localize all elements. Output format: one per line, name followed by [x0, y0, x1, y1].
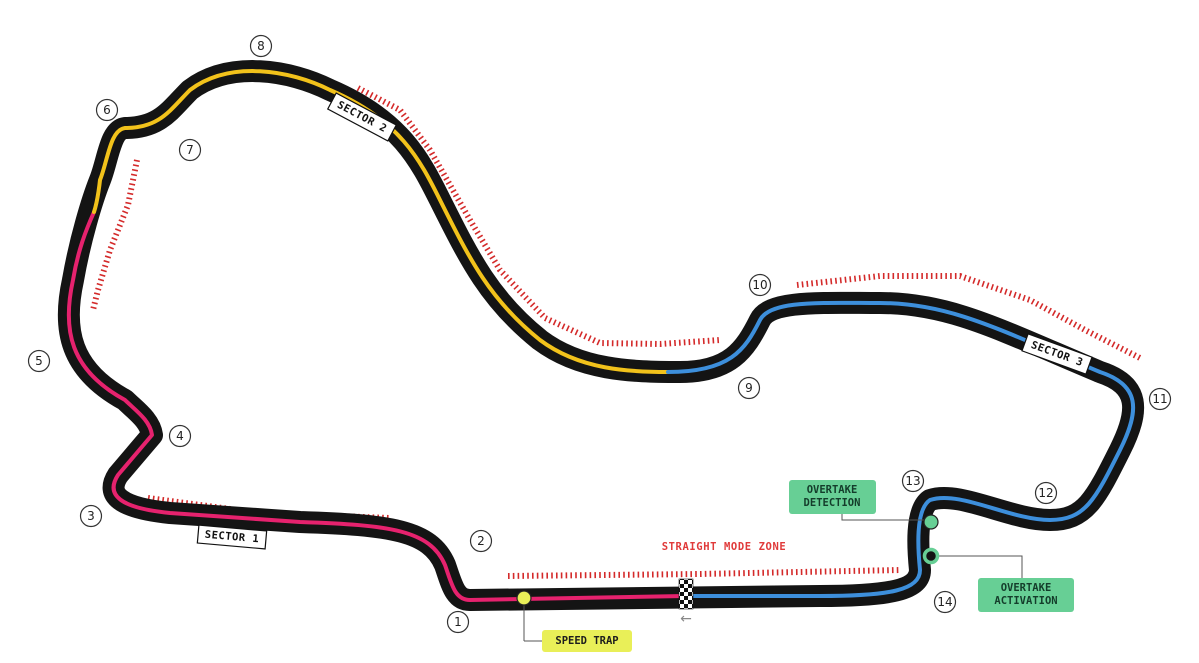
turn-1: 1	[446, 610, 470, 634]
overtake-detection-line1: OVERTAKE	[807, 484, 858, 496]
svg-text:4: 4	[176, 429, 184, 443]
turn-7: 7	[178, 138, 202, 162]
svg-text:10: 10	[752, 278, 767, 292]
kerb-sector2-esses	[356, 85, 721, 348]
svg-text:7: 7	[186, 143, 194, 157]
overtake-detection-marker	[923, 514, 939, 530]
overtake-activation-line1: OVERTAKE	[1001, 582, 1052, 594]
svg-text:1: 1	[454, 615, 462, 629]
turn-13: 13	[901, 469, 925, 493]
speed-trap-tag	[542, 630, 632, 652]
svg-text:8: 8	[257, 39, 265, 53]
turn-6: 6	[95, 98, 119, 122]
speed-trap-text: SPEED TRAP	[555, 635, 618, 647]
turn-4: 4	[168, 424, 192, 448]
svg-text:3: 3	[87, 509, 95, 523]
overtake-detection: OVERTAKE DETECTION	[789, 480, 939, 530]
overtake-activation-marker	[922, 547, 940, 565]
direction-arrow: ←	[680, 611, 692, 627]
straight-mode-zone-label: STRAIGHT MODE ZONE	[662, 541, 787, 553]
speed-trap: SPEED TRAP	[516, 590, 632, 652]
track-outline	[57, 60, 1144, 611]
sector-3-label: SECTOR 3	[1021, 333, 1093, 375]
sector-1-line	[66, 210, 687, 602]
turn-5: 5	[27, 349, 51, 373]
svg-text:2: 2	[477, 534, 485, 548]
speed-trap-marker	[516, 590, 532, 606]
overtake-detection-tag	[789, 480, 876, 514]
turn-8: 8	[249, 34, 273, 58]
turn-10: 10	[748, 273, 772, 297]
svg-text:11: 11	[1152, 392, 1167, 406]
svg-text:5: 5	[35, 354, 43, 368]
overtake-activation: OVERTAKE ACTIVATION	[922, 547, 1074, 612]
kerb-markings	[90, 85, 1142, 579]
turn-14: 14	[933, 590, 957, 614]
sector-3-line	[666, 300, 1135, 598]
turn-12: 12	[1034, 481, 1058, 505]
sector-1-label: SECTOR 1	[196, 524, 268, 550]
overtake-detection-line2: DETECTION	[804, 497, 861, 509]
turn-3: 3	[79, 504, 103, 528]
turn-9: 9	[737, 376, 761, 400]
svg-text:SECTOR 1: SECTOR 1	[204, 529, 259, 546]
turn-2: 2	[469, 529, 493, 553]
sector-2-line	[92, 69, 670, 374]
kerb-main-straight	[507, 567, 901, 579]
svg-text:12: 12	[1038, 486, 1053, 500]
svg-text:14: 14	[937, 595, 952, 609]
svg-text:9: 9	[745, 381, 753, 395]
turn-11: 11	[1148, 387, 1172, 411]
svg-text:13: 13	[905, 474, 920, 488]
start-finish-line	[678, 578, 694, 610]
overtake-activation-line2: ACTIVATION	[994, 595, 1057, 607]
svg-text:6: 6	[103, 103, 111, 117]
overtake-activation-tag	[978, 578, 1074, 612]
